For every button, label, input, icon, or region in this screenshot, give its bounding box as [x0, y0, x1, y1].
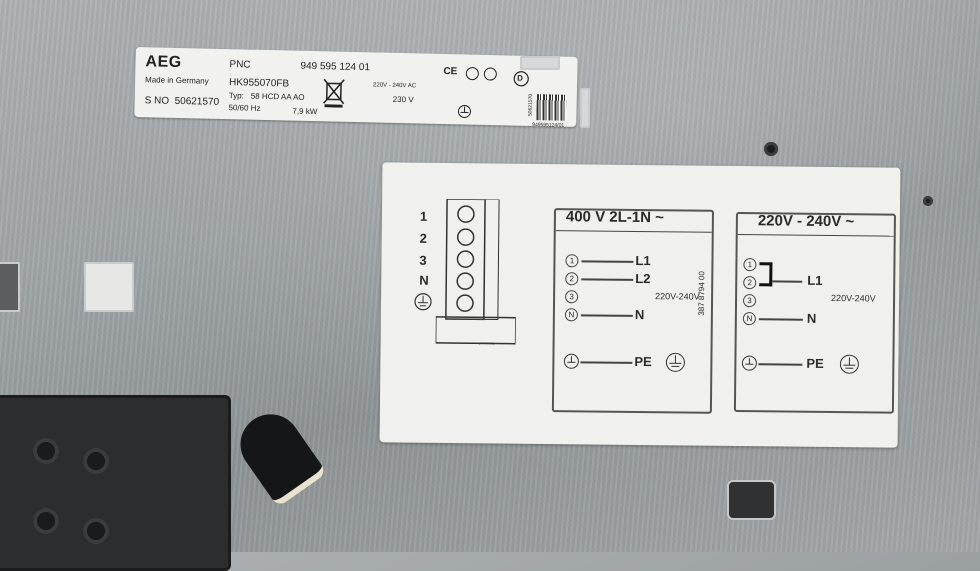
- ce-mark: CE: [443, 66, 457, 77]
- connector-housing: [0, 395, 231, 571]
- row-n-marker: N: [743, 312, 756, 325]
- earth-symbol-icon: [414, 293, 432, 311]
- model-number: HK955070FB: [229, 77, 289, 89]
- row-3-marker: 3: [743, 294, 756, 307]
- row-1-label: L1: [635, 253, 650, 268]
- d-cert-mark: D: [517, 74, 523, 83]
- pe-earth-icon: [740, 354, 758, 372]
- brand-logo: AEG: [145, 53, 182, 72]
- box-400v-note: 220V-240V: [655, 291, 700, 301]
- pe-line: [758, 363, 802, 365]
- row-n-label: N: [635, 307, 645, 322]
- pe-label: PE: [634, 354, 651, 369]
- wiring-diagram-label: 1 2 3 N 400 V 2L-1N ~ 1 L1 2 L2 3 220V-2…: [380, 162, 901, 447]
- certification-icons: [465, 66, 499, 81]
- box-230v-title: 220V - 240V ~: [758, 212, 855, 230]
- pnc-value: 949 595 124 01: [300, 61, 370, 74]
- type-label: Typ:: [229, 91, 244, 100]
- pnc-label: PNC: [229, 59, 250, 70]
- pe-label: PE: [806, 356, 823, 371]
- row-3-marker: 3: [565, 290, 578, 303]
- screw-hole: [764, 142, 778, 156]
- connector-hole: [83, 518, 109, 544]
- row-n-label: N: [807, 311, 817, 326]
- wiring-box-230v: 220V - 240V ~ 1 2 L1 3 220V-240V N N PE: [734, 212, 896, 414]
- metal-bracket: [520, 56, 560, 70]
- row-1-marker: 1: [743, 258, 756, 271]
- voltage-ac-text: 220V - 240V AC: [373, 82, 416, 89]
- row-1-line: [581, 260, 633, 263]
- row-n-line: [759, 318, 803, 320]
- terminal-number-n: N: [419, 273, 429, 288]
- row-2-line: [581, 278, 633, 281]
- barcode-text: 949595124/01: [532, 122, 564, 129]
- wiring-box-400v: 400 V 2L-1N ~ 1 L1 2 L2 3 220V-240V N N …: [552, 208, 714, 414]
- row-2-marker: 2: [743, 276, 756, 289]
- connector-hole: [33, 508, 59, 534]
- voltage-alt-text: 230 V: [393, 95, 414, 104]
- serial-label: S NO: [145, 95, 170, 107]
- metal-tab: [580, 88, 590, 128]
- terminal-number-3: 3: [419, 253, 426, 268]
- panel-slot-center: [84, 262, 134, 312]
- terminal-number-1: 1: [420, 209, 427, 224]
- connector-hole: [33, 438, 59, 464]
- frequency-text: 50/60 Hz: [228, 103, 260, 113]
- side-code-text: 50621570: [528, 94, 535, 116]
- row-1-marker: 1: [565, 254, 578, 267]
- power-text: 7,9 kW: [292, 107, 317, 117]
- jumper-bridge: [759, 262, 772, 286]
- box-230v-note: 220V-240V: [831, 293, 876, 303]
- wiring-side-code: 387 8794 00: [697, 271, 706, 316]
- connector-hole: [83, 448, 109, 474]
- box-divider: [738, 234, 894, 237]
- pe-line: [580, 361, 632, 364]
- metal-hook: [727, 480, 776, 520]
- box-divider: [556, 230, 712, 233]
- pe-earth-icon: [562, 352, 580, 370]
- datamatrix-code: [536, 94, 567, 121]
- box-400v-title: 400 V 2L-1N ~: [566, 208, 664, 226]
- row-n-marker: N: [565, 308, 578, 321]
- row-2-label: L1: [807, 273, 822, 288]
- weee-bin-icon: [323, 77, 346, 107]
- row-2-label: L2: [635, 271, 650, 286]
- row-2-line: [772, 280, 802, 282]
- panel-slot-left: [0, 262, 20, 312]
- made-in-text: Made in Germany: [145, 75, 209, 85]
- pe-ground-icon: [664, 351, 686, 373]
- row-n-line: [581, 314, 633, 317]
- rating-plate-label: AEG Made in Germany PNC 949 595 124 01 H…: [134, 47, 577, 127]
- ground-symbol-icon: [457, 104, 471, 118]
- screw-hole-right: [923, 196, 933, 206]
- pe-ground-icon: [838, 353, 860, 375]
- terminal-number-2: 2: [420, 231, 427, 246]
- row-2-marker: 2: [565, 272, 578, 285]
- serial-value: 50621570: [175, 96, 220, 108]
- type-value: 58 HCD AA AO: [251, 92, 305, 102]
- terminal-block-drawing: [436, 199, 518, 345]
